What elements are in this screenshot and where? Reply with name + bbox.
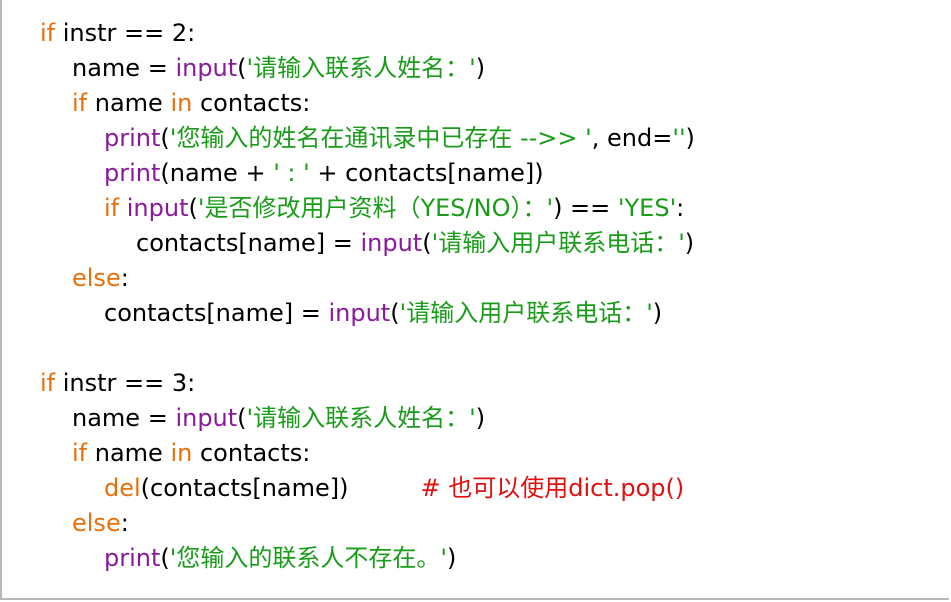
code-token: name = (72, 54, 176, 82)
code-line: else: (40, 261, 695, 296)
code-token: : (676, 194, 685, 222)
builtin-token: input (175, 404, 238, 432)
code-token: contacts[name] = (104, 299, 329, 327)
keyword-token: else (72, 509, 121, 537)
code-token: ( (390, 299, 400, 327)
string-token: '请输入联系人姓名：' (246, 54, 476, 82)
code-token: + contacts[name]) (309, 159, 544, 187)
code-token: : (120, 264, 129, 292)
string-token: '请输入联系人姓名：' (246, 404, 476, 432)
code-line: if instr == 3: (40, 366, 695, 401)
code-token: ) (446, 544, 457, 572)
string-token: 'YES' (617, 194, 677, 222)
code-token: contacts: (192, 89, 311, 117)
builtin-token: input (175, 54, 238, 82)
builtin-token: input (360, 229, 423, 257)
keyword-token: else (72, 264, 121, 292)
code-token: (contacts[name]) (140, 474, 349, 502)
blank-line (40, 331, 695, 366)
code-token: ) (685, 124, 695, 152)
code-line: del(contacts[name]) # 也可以使用dict.pop() (40, 471, 695, 506)
builtin-token: print (104, 159, 161, 187)
builtin-token: input (126, 194, 189, 222)
code-token: ( (160, 124, 170, 152)
keyword-token: in (170, 89, 193, 117)
code-line: contacts[name] = input('请输入用户联系电话：') (40, 226, 695, 261)
code-token (119, 194, 127, 222)
code-line: name = input('请输入联系人姓名：') (40, 51, 695, 86)
keyword-token: if (72, 89, 88, 117)
code-token: ( (188, 194, 198, 222)
code-line: print('您输入的姓名在通讯录中已存在 -->> ', end='') (40, 121, 695, 156)
string-token: '是否修改用户资料（YES/NO）：' (197, 194, 554, 222)
builtin-token: print (104, 544, 161, 572)
builtin-token: input (328, 299, 391, 327)
code-token: ( (237, 54, 247, 82)
keyword-token: if (104, 194, 120, 222)
code-token: contacts[name] = (136, 229, 361, 257)
code-token: contacts: (192, 439, 311, 467)
code-token: , end= (591, 124, 673, 152)
code-line: contacts[name] = input('请输入用户联系电话：') (40, 296, 695, 331)
code-line: if name in contacts: (40, 436, 695, 471)
code-token: ) (475, 54, 486, 82)
code-line: if instr == 2: (40, 16, 695, 51)
keyword-token: if (40, 369, 56, 397)
keyword-token: in (170, 439, 193, 467)
code-line: else: (40, 506, 695, 541)
code-line: print('您输入的联系人不存在。') (40, 541, 695, 576)
code-token: (name + (160, 159, 274, 187)
code-token: ) (475, 404, 486, 432)
code-token: ) (684, 229, 695, 257)
code-line: name = input('请输入联系人姓名：') (40, 401, 695, 436)
code-token: ( (160, 544, 170, 572)
code-block: if instr == 2:name = input('请输入联系人姓名：')i… (40, 16, 695, 576)
code-token: name = (72, 404, 176, 432)
keyword-token: if (40, 19, 56, 47)
comment-token: # 也可以使用dict.pop() (420, 474, 685, 502)
keyword-token: del (104, 474, 141, 502)
string-token: '请输入用户联系电话：' (399, 299, 653, 327)
string-token: '您输入的联系人不存在。' (169, 544, 447, 572)
code-token: name (87, 89, 171, 117)
code-token: ) (652, 299, 663, 327)
code-token: instr == 3: (55, 369, 196, 397)
builtin-token: print (104, 124, 161, 152)
code-token: ( (237, 404, 247, 432)
string-token: '您输入的姓名在通讯录中已存在 -->> ' (169, 124, 592, 152)
code-line: print(name + ' : ' + contacts[name]) (40, 156, 695, 191)
string-token: '' (672, 124, 686, 152)
code-line: if input('是否修改用户资料（YES/NO）：') == 'YES': (40, 191, 695, 226)
string-token: '请输入用户联系电话：' (431, 229, 685, 257)
code-token: ) == (553, 194, 618, 222)
code-token: instr == 2: (55, 19, 196, 47)
code-token: name (87, 439, 171, 467)
code-token: : (120, 509, 129, 537)
string-token: ' : ' (273, 159, 310, 187)
code-line: if name in contacts: (40, 86, 695, 121)
keyword-token: if (72, 439, 88, 467)
code-token: ( (422, 229, 432, 257)
